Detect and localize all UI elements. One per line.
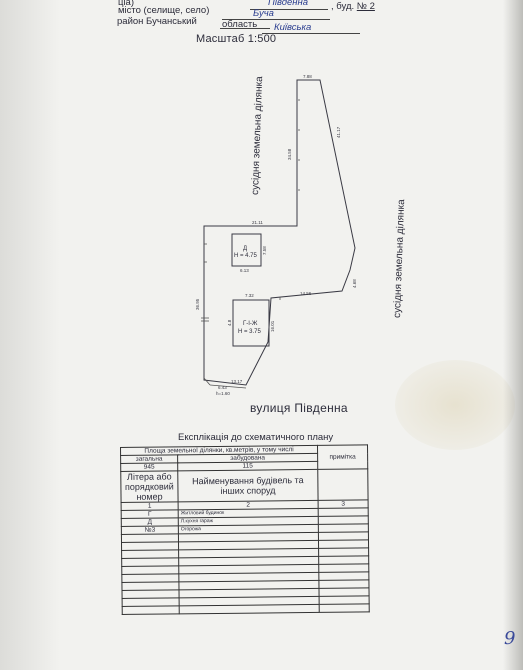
region-label: область (222, 19, 258, 30)
building-label: , буд. № 2 (331, 1, 375, 12)
district-line: район Бучанський (117, 16, 197, 27)
dim-mid-top: 21.11 (252, 220, 263, 225)
settlement-underline (222, 19, 330, 20)
district-underline (220, 28, 270, 29)
street-underline (250, 9, 328, 10)
letter-header: Літера або порядковий номер (120, 470, 179, 503)
dim-mid-left: 7.32 (245, 293, 254, 298)
street-fragment: ціа) (118, 0, 134, 8)
name-header: Найменування будівель та інших споруд (177, 469, 319, 502)
region-value: Київська (274, 22, 312, 33)
dim-g-left: 4.8 (227, 319, 232, 326)
page-shadow (0, 0, 60, 670)
building-g (232, 299, 270, 347)
settlement-prefix: місто (селище, село) (118, 5, 210, 16)
neighbor-left-label: сусідня земельна ділянка (250, 76, 265, 195)
building-label-text: , буд. (331, 1, 355, 12)
region-underline (262, 33, 360, 34)
dim-corner1: 6.43 (218, 385, 227, 390)
building-value: № 2 (356, 1, 375, 12)
note-header: примітка (317, 444, 368, 470)
dim-d-bottom: 6.13 (240, 268, 249, 273)
dim-left-upper: 34.58 (287, 148, 292, 160)
dim-top: 7.88 (303, 74, 312, 79)
building-d (231, 233, 262, 267)
street-value: Південна (268, 0, 309, 8)
dim-right-upper: 41.17 (336, 126, 341, 138)
building-g-height: Н = 3.75 (238, 329, 262, 335)
page-fold (503, 0, 523, 670)
paper-stain (395, 360, 515, 450)
building-d-height: Н = 4.75 (234, 253, 258, 259)
parcel-outline (203, 79, 356, 386)
explication-title: Експлікація до схематичного плану (178, 432, 334, 443)
dim-right-lower: 4.68 (352, 279, 357, 288)
dim-d-right: 7.58 (262, 246, 267, 255)
scale-label: Масштаб 1:500 (196, 33, 277, 45)
note-blank (317, 468, 369, 501)
district-value: Бучанський (146, 16, 197, 27)
neighbor-right-label: сусідня земельна ділянка (392, 199, 407, 318)
dim-left-lower: 36.95 (195, 298, 200, 310)
street-label: вулиця Південна (250, 401, 348, 415)
dim-mid-right: 14.56 (300, 291, 312, 296)
header-line-1: ціа) (118, 0, 134, 8)
building-g-letter: Г-І-Ж (243, 321, 258, 327)
dim-bottom: 13.17 (231, 379, 243, 384)
dim-corner2: h=1.60 (216, 391, 230, 396)
building-d-letter: Д (243, 246, 247, 252)
page-number: 9 (504, 628, 516, 649)
explication-table: Площа земельної ділянки, кв.метрів, у то… (120, 444, 370, 615)
district-label: район (117, 16, 144, 27)
dim-g-right: 16.01 (270, 320, 275, 332)
settlement-value: Буча (253, 8, 274, 19)
